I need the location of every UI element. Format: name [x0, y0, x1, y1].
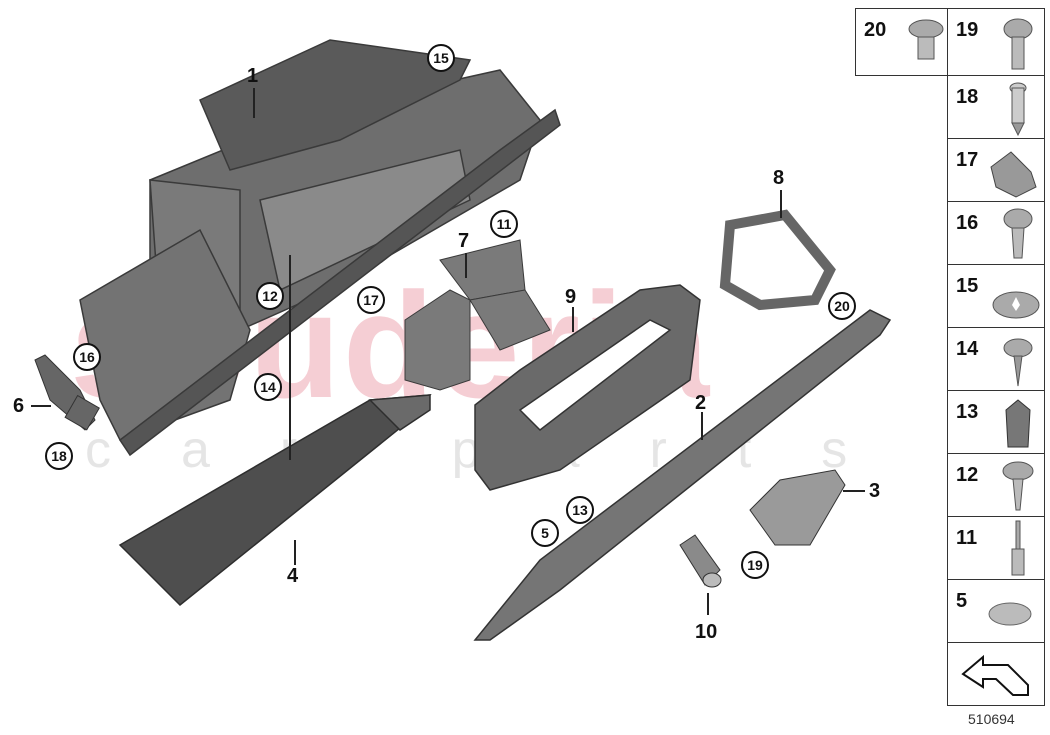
leader-line — [780, 190, 782, 218]
callout-20: 20 — [828, 292, 856, 320]
legend-item-16: 16 — [947, 201, 1045, 265]
frame-part — [474, 284, 701, 491]
legend-item-arrow — [947, 642, 1045, 706]
legend-item-15: 15 — [947, 264, 1045, 328]
tapping-screw-icon — [1003, 338, 1033, 387]
callout-2: 2 — [695, 392, 707, 414]
clip-nut-icon — [990, 151, 1037, 198]
leader-line — [843, 490, 865, 492]
legend-item-17: 17 — [947, 138, 1045, 202]
blind-rivet-icon — [1011, 520, 1025, 576]
direction-arrow-icon — [961, 654, 1029, 696]
callout-10: 10 — [695, 621, 718, 643]
callout-14: 14 — [254, 373, 282, 401]
callout-15: 15 — [427, 44, 455, 72]
callout-7: 7 — [458, 230, 470, 252]
callout-5: 5 — [531, 519, 559, 547]
callout-11: 11 — [490, 210, 518, 238]
legend-item-14: 14 — [947, 327, 1045, 391]
glovebox-housing-part — [79, 39, 561, 457]
leader-line — [707, 593, 709, 615]
callout-18: 18 — [45, 442, 73, 470]
callout-19: 19 — [741, 551, 769, 579]
expanding-rivet-icon — [1009, 82, 1027, 137]
self-tapping-screw-icon — [1003, 208, 1033, 259]
leader-line — [294, 540, 296, 565]
flat-head-torx-screw-icon — [908, 19, 944, 60]
leader-line — [465, 253, 467, 278]
cable-clip-icon — [1005, 399, 1031, 448]
callout-6: 6 — [13, 395, 25, 417]
callout-3: 3 — [869, 480, 881, 502]
legend-item-19: 19 — [947, 8, 1045, 76]
latch-part — [749, 469, 846, 546]
callout-12: 12 — [256, 282, 284, 310]
callout-16: 16 — [73, 343, 101, 371]
legend-item-5: 5 — [947, 579, 1045, 643]
flange-screw-icon — [1002, 461, 1034, 511]
cap-icon — [988, 602, 1032, 626]
legend-item-18: 18 — [947, 75, 1045, 139]
callout-9: 9 — [565, 286, 577, 308]
callout-4: 4 — [287, 565, 299, 587]
cover-strip-part — [473, 309, 892, 641]
speed-nut-washer-icon — [992, 291, 1040, 319]
lock-cylinder-part — [679, 534, 722, 588]
legend-item-12: 12 — [947, 453, 1045, 517]
callout-8: 8 — [773, 167, 785, 189]
legend-item-20: 20 — [855, 8, 948, 76]
document-number: 510694 — [968, 711, 1015, 727]
leader-line — [701, 412, 703, 440]
damper-part — [34, 354, 100, 431]
callout-13: 13 — [566, 496, 594, 524]
callout-17: 17 — [357, 286, 385, 314]
torx-screw-icon — [1003, 18, 1033, 70]
leader-line — [289, 255, 291, 460]
liner-part — [118, 394, 432, 607]
leader-line — [253, 88, 255, 118]
legend-item-13: 13 — [947, 390, 1045, 454]
strap-part — [719, 209, 836, 311]
callout-1: 1 — [247, 65, 259, 87]
legend-item-11: 11 — [947, 516, 1045, 580]
leader-line — [31, 405, 51, 407]
leader-line — [572, 307, 574, 332]
bracket-part — [404, 239, 551, 391]
